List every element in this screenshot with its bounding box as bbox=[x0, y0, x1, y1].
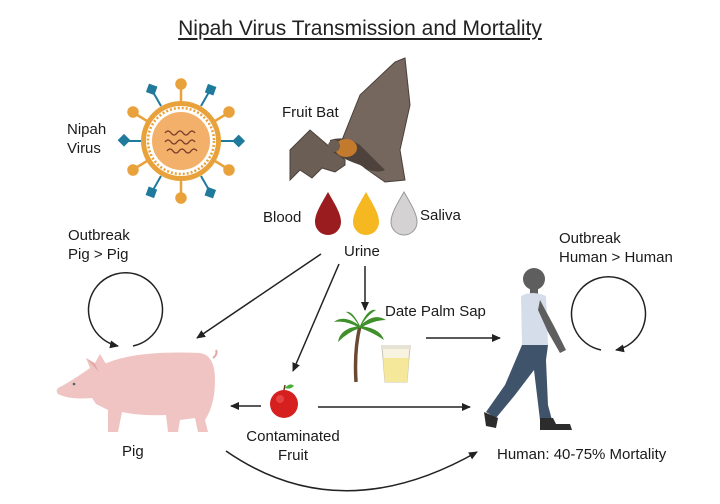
contaminated-fruit-line2: Fruit bbox=[278, 447, 308, 464]
diagram-title: Nipah Virus Transmission and Mortality bbox=[178, 17, 542, 40]
blood-drop-icon bbox=[315, 192, 341, 235]
saliva-drop-icon bbox=[390, 190, 418, 236]
human-outbreak-line2: Human > Human bbox=[559, 249, 673, 266]
date-palm-sap-label: Date Palm Sap bbox=[385, 303, 486, 320]
urine-label: Urine bbox=[344, 243, 380, 260]
contaminated-fruit-line1: Contaminated bbox=[246, 428, 340, 445]
loop-arrow-human-to-human bbox=[570, 276, 647, 353]
pig-outbreak-label: Outbreak Pig > Pig bbox=[68, 226, 130, 264]
human-mortality-label: Human: 40-75% Mortality bbox=[497, 446, 667, 463]
fruit-bat-label: Fruit Bat bbox=[282, 104, 339, 121]
saliva-label: Saliva bbox=[420, 207, 461, 224]
arrow-urine-to-fruit bbox=[292, 263, 340, 372]
urine-drop-icon bbox=[353, 192, 379, 235]
contaminated-fruit-label: Contaminated Fruit bbox=[233, 427, 353, 465]
date-palm-sap-cup-icon bbox=[381, 345, 411, 383]
virus-label-line1: Nipah bbox=[67, 121, 107, 138]
arrow-urine-to-pig bbox=[196, 253, 322, 339]
date-palm-tree-icon bbox=[334, 309, 386, 383]
contaminated-fruit-apple-icon bbox=[270, 384, 298, 418]
human-figure-icon bbox=[484, 268, 572, 430]
human-outbreak-label: Outbreak Human > Human bbox=[559, 229, 673, 267]
pig-icon bbox=[56, 349, 218, 432]
virus-label-line2: Virus bbox=[67, 140, 101, 157]
blood-label: Blood bbox=[263, 209, 302, 226]
nipah-virus-icon bbox=[117, 78, 246, 204]
pig-outbreak-line2: Pig > Pig bbox=[68, 246, 129, 263]
pig-outbreak-line1: Outbreak bbox=[68, 227, 130, 244]
human-outbreak-line1: Outbreak bbox=[559, 230, 621, 247]
arrow-pig-to-human bbox=[225, 450, 478, 492]
fruit-bat-icon bbox=[289, 57, 411, 183]
loop-arrow-pig-to-pig bbox=[87, 272, 164, 349]
virus-label: Nipah Virus bbox=[67, 120, 106, 158]
pig-label: Pig bbox=[122, 443, 144, 460]
